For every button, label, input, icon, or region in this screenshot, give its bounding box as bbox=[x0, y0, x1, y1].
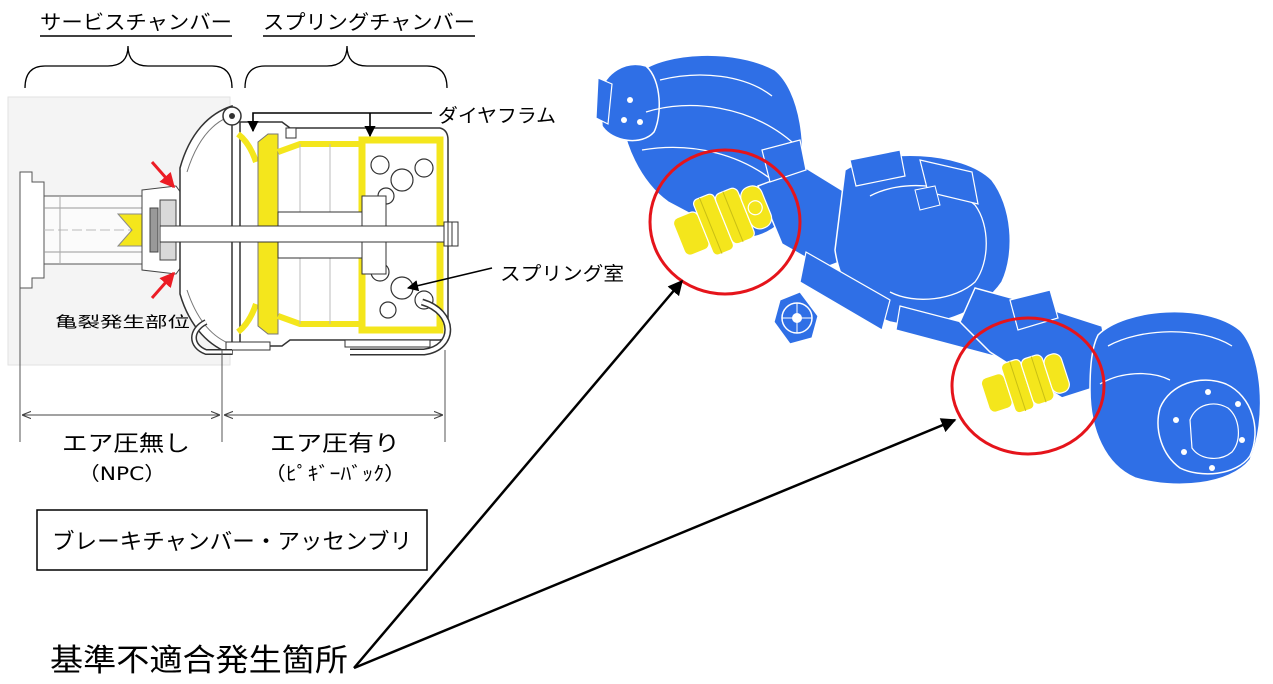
right-brake-chamber bbox=[980, 353, 1070, 414]
lower-arm-left bbox=[799, 251, 891, 331]
spring-chamber-brace bbox=[244, 45, 448, 89]
crack-arrow-bottom bbox=[150, 271, 176, 299]
no-air-label: エア圧無し bbox=[62, 432, 190, 457]
npc-label: （NPC） bbox=[78, 463, 166, 485]
service-chamber-heading: サービスチャンバー bbox=[40, 10, 232, 37]
spring-room-label: スプリング室 bbox=[500, 263, 624, 285]
upper-bracket-left bbox=[849, 149, 906, 187]
rear-axle-illustration bbox=[595, 54, 1262, 485]
push-rod bbox=[159, 225, 459, 243]
bottom-fitting-left bbox=[225, 341, 271, 351]
left-spring-seat bbox=[761, 139, 807, 183]
left-brake-chamber bbox=[672, 185, 773, 256]
pointer-arrow-right bbox=[353, 418, 957, 670]
assembly-caption-box bbox=[36, 509, 428, 571]
diaphragm-leader-left bbox=[247, 112, 432, 133]
release-bolt bbox=[443, 221, 459, 247]
spring-chamber-heading: スプリングチャンバー bbox=[263, 10, 475, 37]
assembly-caption: ブレーキチャンバー・アッセンブリ bbox=[36, 509, 428, 571]
crack-arrow-top bbox=[150, 161, 176, 189]
highlight-circle-right bbox=[950, 316, 1106, 456]
brake-chamber-cross-section bbox=[7, 96, 459, 366]
service-chamber-label: サービスチャンバー bbox=[40, 10, 232, 34]
piggyback-label: （ﾋﾟｷﾞｰﾊﾞｯｸ） bbox=[264, 463, 406, 485]
bottom-fitting-right bbox=[344, 339, 431, 348]
highlight-circle-left bbox=[648, 148, 802, 296]
crack-location-label: 亀裂発生部位 bbox=[55, 313, 190, 331]
nonconformity-location-label: 基準不適合発生箇所 bbox=[50, 643, 348, 679]
with-air-label: エア圧有り bbox=[270, 432, 400, 457]
mounting-flange bbox=[19, 171, 45, 289]
spring-chamber-label: スプリングチャンバー bbox=[263, 10, 475, 34]
spring-room-leader bbox=[406, 267, 493, 292]
pointer-arrow-left bbox=[353, 279, 683, 669]
diaphragm-label: ダイヤフラム bbox=[438, 105, 556, 127]
assembly-caption-text: ブレーキチャンバー・アッセンブリ bbox=[52, 530, 412, 555]
service-chamber-brace bbox=[24, 45, 233, 89]
dimension-lines bbox=[19, 286, 446, 442]
service-diaphragm bbox=[236, 131, 259, 163]
pinion-flange bbox=[773, 291, 819, 345]
